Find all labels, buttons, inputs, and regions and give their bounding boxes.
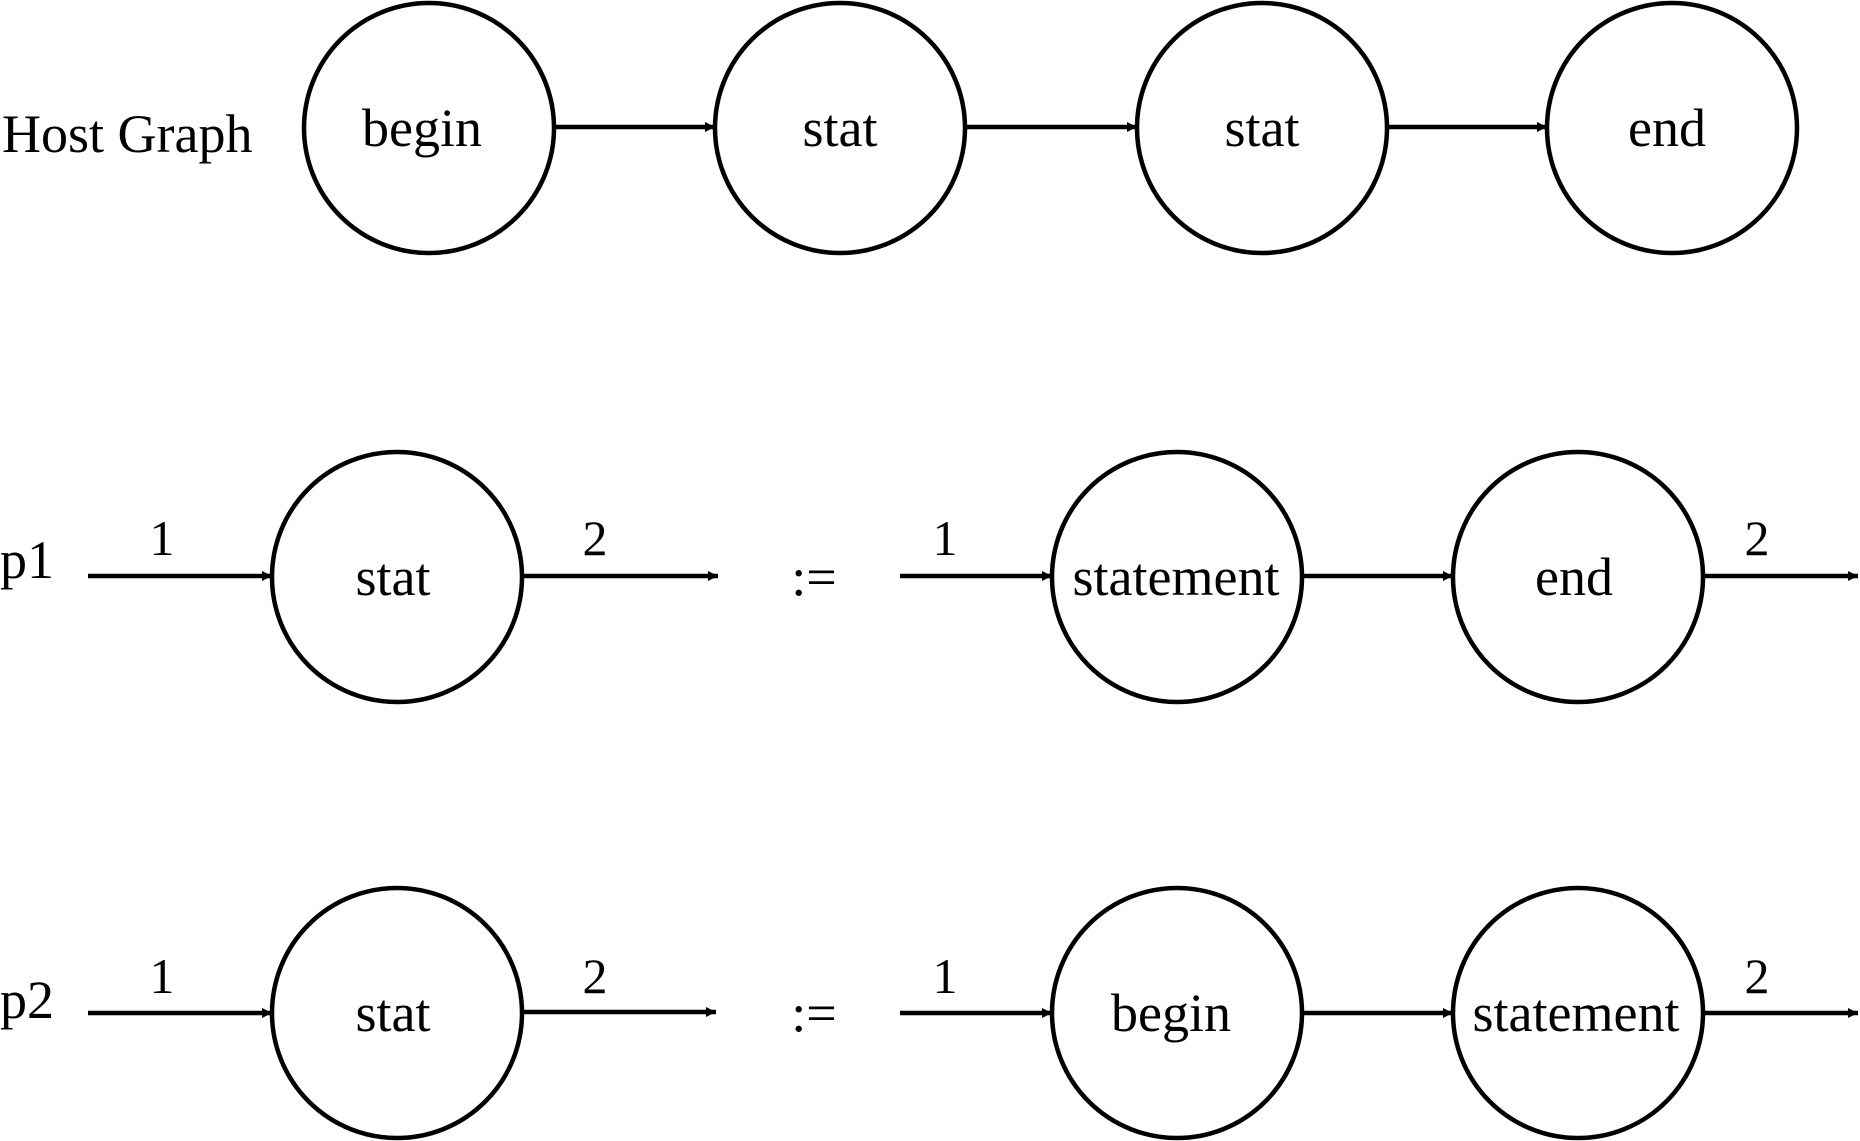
- host-node-begin: begin: [301, 0, 557, 256]
- svg-text:stat: stat: [1225, 98, 1300, 158]
- p1-rhs-out-label: 2: [1745, 510, 1770, 566]
- p2-rhs-node-begin: begin: [1049, 885, 1305, 1141]
- host-node-stat-1: stat: [712, 0, 968, 256]
- svg-text:statement: statement: [1473, 983, 1680, 1043]
- p1-rhs-node-statement: statement: [1049, 449, 1305, 705]
- svg-text:begin: begin: [362, 98, 482, 158]
- host-node-end: end: [1544, 0, 1800, 256]
- svg-text:begin: begin: [1111, 983, 1231, 1043]
- svg-text:stat: stat: [356, 547, 431, 607]
- svg-text:end: end: [1535, 547, 1613, 607]
- p1-operator: :=: [791, 547, 836, 607]
- p1-lhs-node-stat: stat: [269, 449, 525, 705]
- host-graph-label: Host Graph: [2, 104, 252, 164]
- p1-rhs-node-end: end: [1450, 449, 1706, 705]
- host-graph-row: Host Graph begin stat stat end: [2, 0, 1800, 256]
- p1-lhs-in-label: 1: [150, 510, 175, 566]
- production-p2-row: p2 1 stat 2 := 1 begin statement: [0, 885, 1858, 1141]
- p2-rhs-out-label: 2: [1745, 948, 1770, 1004]
- svg-text:stat: stat: [356, 983, 431, 1043]
- p2-lhs-out-label: 2: [583, 948, 608, 1004]
- svg-text:end: end: [1628, 98, 1706, 158]
- p2-lhs-in-label: 1: [150, 948, 175, 1004]
- p1-lhs-out-label: 2: [583, 510, 608, 566]
- production-p1-row: p1 1 stat 2 := 1 statement end: [0, 449, 1858, 705]
- production-p1-label: p1: [0, 530, 54, 590]
- host-node-stat-2: stat: [1134, 0, 1390, 256]
- svg-text:statement: statement: [1073, 547, 1280, 607]
- p2-rhs-node-statement: statement: [1450, 885, 1706, 1141]
- p2-lhs-node-stat: stat: [269, 885, 525, 1141]
- p1-rhs-in-label: 1: [933, 510, 958, 566]
- p2-rhs-in-label: 1: [933, 948, 958, 1004]
- p2-operator: :=: [791, 983, 836, 1043]
- svg-text:stat: stat: [803, 98, 878, 158]
- production-p2-label: p2: [0, 970, 54, 1030]
